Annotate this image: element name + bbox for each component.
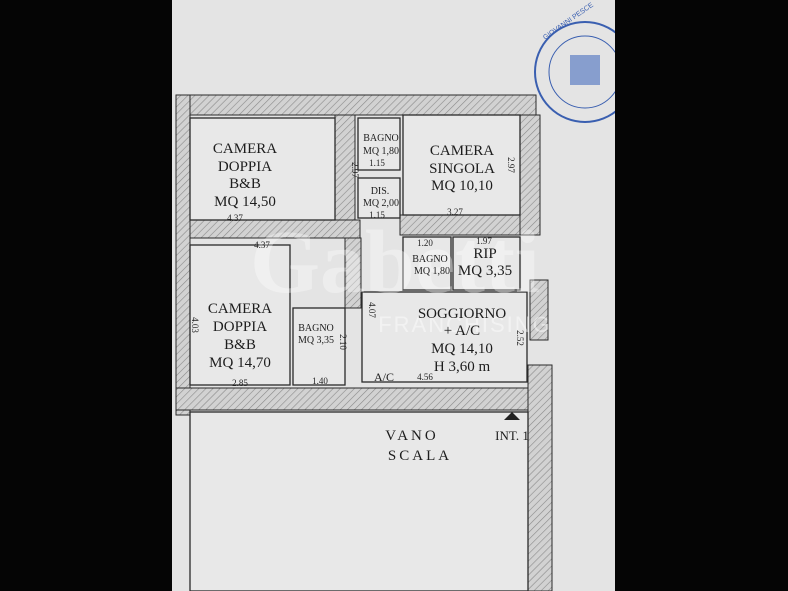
room-vano-scala-label: VANO SCALA [385,428,452,464]
walls [175,94,553,591]
svg-text:CAMERA: CAMERA [213,141,277,157]
room-dis [357,177,401,219]
room-outlines [189,114,529,591]
room-camera-singola-label: CAMERA SINGOLA MQ 10,10 [429,143,495,194]
svg-text:VANO: VANO [385,428,438,444]
svg-text:2.97: 2.97 [350,162,360,178]
dimension-labels: 4.37 2.97 1.15 1.15 3.27 2.97 4.37 4.03 … [190,157,525,388]
svg-text:DIS.: DIS. [371,186,390,197]
svg-text:2.10: 2.10 [338,334,348,350]
svg-text:B&B: B&B [224,337,256,353]
svg-text:MQ 1,80: MQ 1,80 [414,266,450,277]
svg-text:1.40: 1.40 [312,376,328,386]
svg-text:H 3,60 m: H 3,60 m [434,359,491,375]
svg-text:4.56: 4.56 [417,372,433,382]
svg-text:RIP: RIP [473,246,496,262]
svg-text:MQ 14,10: MQ 14,10 [431,341,493,357]
room-camera-singola [402,114,521,216]
room-bagno-1-label: BAGNO MQ 1,80 [363,133,399,157]
svg-text:MQ 3,35: MQ 3,35 [458,263,512,279]
room-camera-doppia-2 [189,244,291,386]
svg-text:CAMERA: CAMERA [208,301,272,317]
svg-text:+ A/C: + A/C [444,323,480,339]
svg-text:4.07: 4.07 [367,302,377,318]
svg-text:B&B: B&B [229,176,261,192]
room-rip [452,236,521,291]
room-bagno-3 [402,236,452,291]
room-bagno-1 [357,117,401,171]
room-camera-doppia-1 [189,117,336,221]
room-dis-label: DIS. MQ 2,00 [363,186,399,209]
room-bagno-2 [292,307,346,386]
svg-text:1.15: 1.15 [369,158,385,168]
svg-text:2.52: 2.52 [515,330,525,346]
watermark-brand: Gabetti [250,213,540,312]
svg-text:4.37: 4.37 [254,240,270,250]
svg-text:INT. 1: INT. 1 [495,428,529,443]
right-background [615,0,788,591]
room-bagno-3-label: BAGNO MQ 1,80 [412,254,450,277]
svg-text:SOGGIORNO: SOGGIORNO [418,306,507,322]
room-bagno-2-label: BAGNO MQ 3,35 [298,323,334,346]
svg-text:1.97: 1.97 [476,236,492,246]
svg-text:BAGNO: BAGNO [363,133,399,144]
room-camera-doppia-1-label: CAMERA DOPPIA B&B MQ 14,50 [213,141,277,210]
entrance-arrow-icon [504,412,520,420]
svg-text:2.85: 2.85 [232,378,248,388]
svg-text:3.27: 3.27 [447,207,463,217]
ac-label: A/C [374,370,394,384]
svg-text:1.15: 1.15 [369,210,385,220]
svg-text:SCALA: SCALA [388,448,452,464]
svg-text:1.20: 1.20 [417,238,433,248]
svg-text:2.97: 2.97 [506,157,516,173]
entrance-marker: INT. 1 [495,412,529,443]
watermark-sub: FRANCHISING [378,312,552,337]
svg-text:MQ 10,10: MQ 10,10 [431,178,493,194]
svg-text:SINGOLA: SINGOLA [429,161,495,177]
svg-text:BAGNO: BAGNO [298,323,334,334]
room-vano-scala [189,411,529,591]
svg-text:CAMERA: CAMERA [430,143,494,159]
room-camera-doppia-2-label: CAMERA DOPPIA B&B MQ 14,70 [208,301,272,371]
svg-text:DOPPIA: DOPPIA [213,319,267,335]
svg-text:MQ 14,70: MQ 14,70 [209,355,271,371]
svg-text:MQ 1,80: MQ 1,80 [363,146,399,157]
svg-text:MQ 2,00: MQ 2,00 [363,198,399,209]
svg-text:DOPPIA: DOPPIA [218,159,272,175]
svg-text:MQ 3,35: MQ 3,35 [298,335,334,346]
svg-text:4.37: 4.37 [227,213,243,223]
svg-text:MQ 14,50: MQ 14,50 [214,194,276,210]
room-rip-label: RIP MQ 3,35 [458,246,512,279]
svg-text:BAGNO: BAGNO [412,254,448,265]
room-soggiorno [361,291,528,383]
room-soggiorno-label: SOGGIORNO + A/C MQ 14,10 H 3,60 m [418,306,507,375]
svg-text:4.03: 4.03 [190,317,200,333]
